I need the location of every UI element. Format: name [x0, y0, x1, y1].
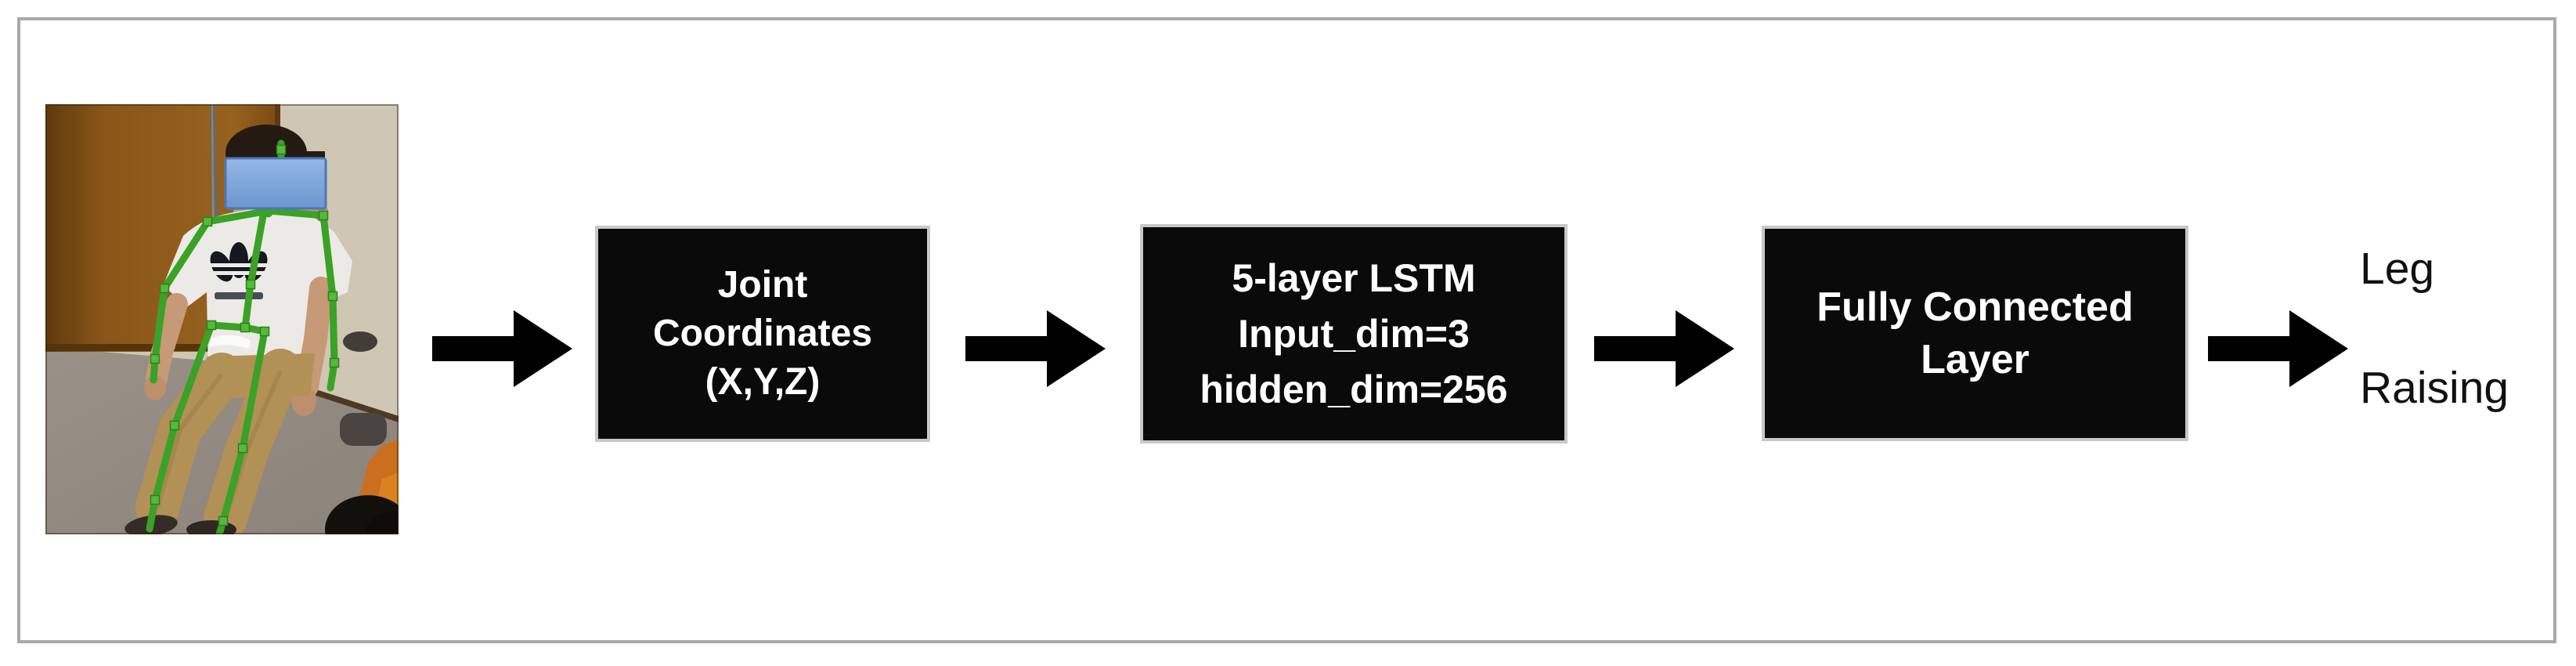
chair-object	[325, 331, 399, 534]
arrow-right-icon-3	[1594, 306, 1739, 392]
arrow-right-icon-4	[2208, 306, 2353, 392]
node-line: Layer	[1921, 336, 2029, 382]
input-photo	[45, 104, 399, 534]
node-lstm: 5-layer LSTM Input_dim=3 hidden_dim=256	[1140, 224, 1568, 443]
node-fully-connected: Fully Connected Layer	[1762, 226, 2188, 441]
node-line: Joint	[717, 264, 808, 306]
node-line: (X,Y,Z)	[705, 361, 821, 403]
arrow-right-icon-2	[965, 306, 1110, 392]
node-line: hidden_dim=256	[1200, 367, 1508, 411]
node-line: Input_dim=3	[1238, 311, 1470, 356]
output-label-line: Raising	[2360, 363, 2509, 413]
node-line: Fully Connected	[1817, 284, 2134, 330]
arrow-right-icon-1	[432, 306, 577, 392]
node-line: 5-layer LSTM	[1232, 255, 1476, 300]
node-joint-coordinates: Joint Coordinates (X,Y,Z)	[595, 226, 930, 442]
face-cover-rect	[224, 157, 327, 210]
skeleton-joints	[150, 144, 340, 527]
node-line: Coordinates	[652, 313, 873, 354]
output-label-line: Leg	[2360, 244, 2435, 294]
output-label: Leg Raising	[2360, 241, 2509, 415]
